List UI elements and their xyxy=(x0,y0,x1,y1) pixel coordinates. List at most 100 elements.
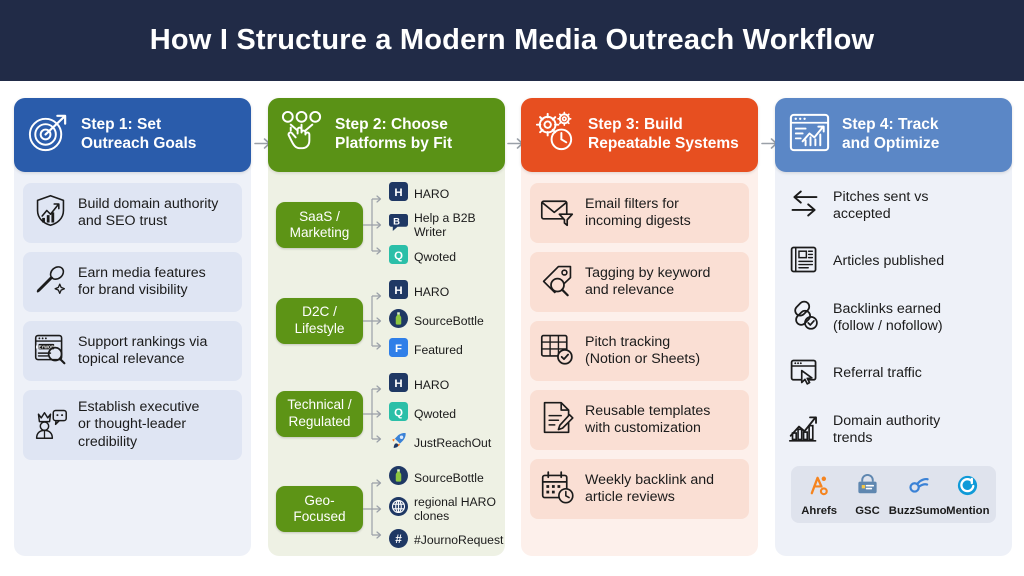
keyword-search-icon: KEYWORD xyxy=(32,330,69,372)
item-email-filters[interactable]: Email filters for incoming digests xyxy=(530,183,749,243)
tool-name: Ahrefs xyxy=(801,505,838,517)
metric-label: Referral traffic xyxy=(833,365,922,382)
platform-name: JustReachOut xyxy=(414,435,492,450)
platform-help-a-b2b-writer[interactable]: B Help a B2B Writer xyxy=(389,211,499,240)
column-step-3: Step 3: Build Repeatable Systems Email f… xyxy=(521,98,758,556)
platform-sourcebottle[interactable]: SourceBottle xyxy=(389,308,499,333)
group-pill[interactable]: Geo- Focused xyxy=(276,486,363,533)
page-title: How I Structure a Modern Media Outreach … xyxy=(149,24,875,56)
shield-chart-icon xyxy=(32,192,69,234)
step-3-header[interactable]: Step 3: Build Repeatable Systems xyxy=(521,98,758,172)
platform-haro[interactable]: H HARO xyxy=(389,279,499,304)
platform-name: HARO xyxy=(414,377,450,392)
globe-icon xyxy=(389,497,408,521)
platform-sourcebottle[interactable]: SourceBottle xyxy=(389,465,503,490)
sourcebottle-icon xyxy=(389,465,408,490)
platform-regional-haro-clones[interactable]: regional HARO clones xyxy=(389,495,503,524)
group-pill[interactable]: SaaS / Marketing xyxy=(276,202,363,249)
platform-haro[interactable]: H HARO xyxy=(389,182,499,206)
workflow-board: Step 1: Set Outreach Goals B xyxy=(0,81,1024,576)
item-label: Reusable templates with customization xyxy=(585,402,711,436)
item-label: Establish executive or thought-leader cr… xyxy=(78,399,200,450)
step-2-groups: SaaS / Marketing H HARO xyxy=(268,172,505,553)
metric-referral-traffic[interactable]: Referral traffic xyxy=(787,354,1002,394)
tool-name: BuzzSumo xyxy=(888,505,947,517)
haro-icon: H xyxy=(389,279,408,304)
platform-qwoted[interactable]: Q Qwoted xyxy=(389,401,499,426)
metric-label: Articles published xyxy=(833,253,945,270)
item-earn-media-features[interactable]: Earn media features for brand visibility xyxy=(23,252,242,312)
step-1-items: Build domain authority and SEO trust Ear… xyxy=(14,172,251,469)
buzzsumo-icon xyxy=(905,473,930,503)
svg-text:Q: Q xyxy=(394,407,403,419)
tool-gsc[interactable]: GSC xyxy=(843,473,891,517)
featured-icon: F xyxy=(389,337,408,362)
platform-journorequest[interactable]: # #JournoRequest xyxy=(389,528,503,553)
step-4-header[interactable]: Step 4: Track and Optimize xyxy=(775,98,1012,172)
tool-mention[interactable]: Mention xyxy=(944,473,992,517)
item-pitch-tracking[interactable]: Pitch tracking (Notion or Sheets) xyxy=(530,321,749,381)
item-establish-executive[interactable]: Establish executive or thought-leader cr… xyxy=(23,390,242,460)
metric-label: Pitches sent vs accepted xyxy=(833,188,929,222)
item-support-rankings[interactable]: KEYWORD Support rankings via topical rel… xyxy=(23,321,242,381)
exchange-arrows-icon xyxy=(787,186,822,226)
table-check-icon xyxy=(539,330,576,372)
mention-icon xyxy=(955,473,980,503)
browser-cursor-icon xyxy=(787,354,822,394)
step-3-items: Email filters for incoming digests Taggi… xyxy=(521,172,758,528)
item-build-domain-authority[interactable]: Build domain authority and SEO trust xyxy=(23,183,242,243)
group-platforms: SourceBottle regional HARO clones # xyxy=(389,465,503,553)
metric-articles-published[interactable]: Articles published xyxy=(787,242,1002,282)
group-platforms: H HARO Q Qwoted xyxy=(389,372,499,455)
svg-text:F: F xyxy=(395,343,402,355)
step-2-title: Step 2: Choose Platforms by Fit xyxy=(335,116,453,152)
tool-name: Mention xyxy=(946,505,990,517)
svg-text:#: # xyxy=(395,531,402,545)
tag-search-icon xyxy=(539,261,576,303)
platform-justreachout[interactable]: JustReachOut xyxy=(389,431,499,455)
group-d2c-lifestyle: D2C / Lifestyle H HARO xyxy=(276,279,499,362)
item-label: Email filters for incoming digests xyxy=(585,195,691,229)
tool-ahrefs[interactable]: Ahrefs xyxy=(795,473,843,517)
item-reusable-templates[interactable]: Reusable templates with customization xyxy=(530,390,749,450)
document-edit-icon xyxy=(539,399,576,441)
metric-backlinks-earned[interactable]: Backlinks earned (follow / nofollow) xyxy=(787,298,1002,338)
platform-haro[interactable]: H HARO xyxy=(389,372,499,397)
svg-text:H: H xyxy=(394,285,402,297)
item-tagging-by-keyword[interactable]: Tagging by keyword and relevance xyxy=(530,252,749,312)
platform-name: Help a B2B Writer xyxy=(414,211,476,240)
group-platforms: H HARO B Help a B2B Writer Q xyxy=(389,182,499,269)
rocket-icon xyxy=(389,431,408,455)
branch-connector xyxy=(363,186,389,264)
metric-label: Domain authority trends xyxy=(833,412,941,446)
step-2-header[interactable]: Step 2: Choose Platforms by Fit xyxy=(268,98,505,172)
item-label: Build domain authority and SEO trust xyxy=(78,195,219,229)
gsc-icon xyxy=(855,473,880,503)
thought-leader-icon xyxy=(32,404,69,446)
dashboard-chart-icon xyxy=(786,109,833,161)
group-pill[interactable]: D2C / Lifestyle xyxy=(276,297,363,344)
microphone-icon xyxy=(32,261,69,303)
item-weekly-backlink-reviews[interactable]: Weekly backlink and article reviews xyxy=(530,459,749,519)
calendar-clock-icon xyxy=(539,468,576,510)
platform-name: Featured xyxy=(414,342,463,357)
item-label: Earn media features for brand visibility xyxy=(78,264,206,298)
target-arrow-icon xyxy=(25,109,72,161)
platform-name: HARO xyxy=(414,284,450,299)
help-a-b2b-writer-icon: B xyxy=(389,213,408,237)
branch-connector xyxy=(363,285,389,357)
svg-text:KEYWORD: KEYWORD xyxy=(36,345,57,350)
metric-pitches-sent-vs-accepted[interactable]: Pitches sent vs accepted xyxy=(787,186,1002,226)
group-pill[interactable]: Technical / Regulated xyxy=(276,390,363,437)
title-bar: How I Structure a Modern Media Outreach … xyxy=(0,0,1024,81)
step-1-title: Step 1: Set Outreach Goals xyxy=(81,116,197,152)
platform-qwoted[interactable]: Q Qwoted xyxy=(389,244,499,269)
step-1-header[interactable]: Step 1: Set Outreach Goals xyxy=(14,98,251,172)
platform-featured[interactable]: F Featured xyxy=(389,337,499,362)
branch-connector xyxy=(363,471,389,547)
branch-connector xyxy=(363,378,389,450)
email-filter-icon xyxy=(539,192,576,234)
tool-buzzsumo[interactable]: BuzzSumo xyxy=(888,473,947,517)
hashtag-icon: # xyxy=(389,528,408,553)
metric-domain-authority-trends[interactable]: Domain authority trends xyxy=(787,410,1002,450)
